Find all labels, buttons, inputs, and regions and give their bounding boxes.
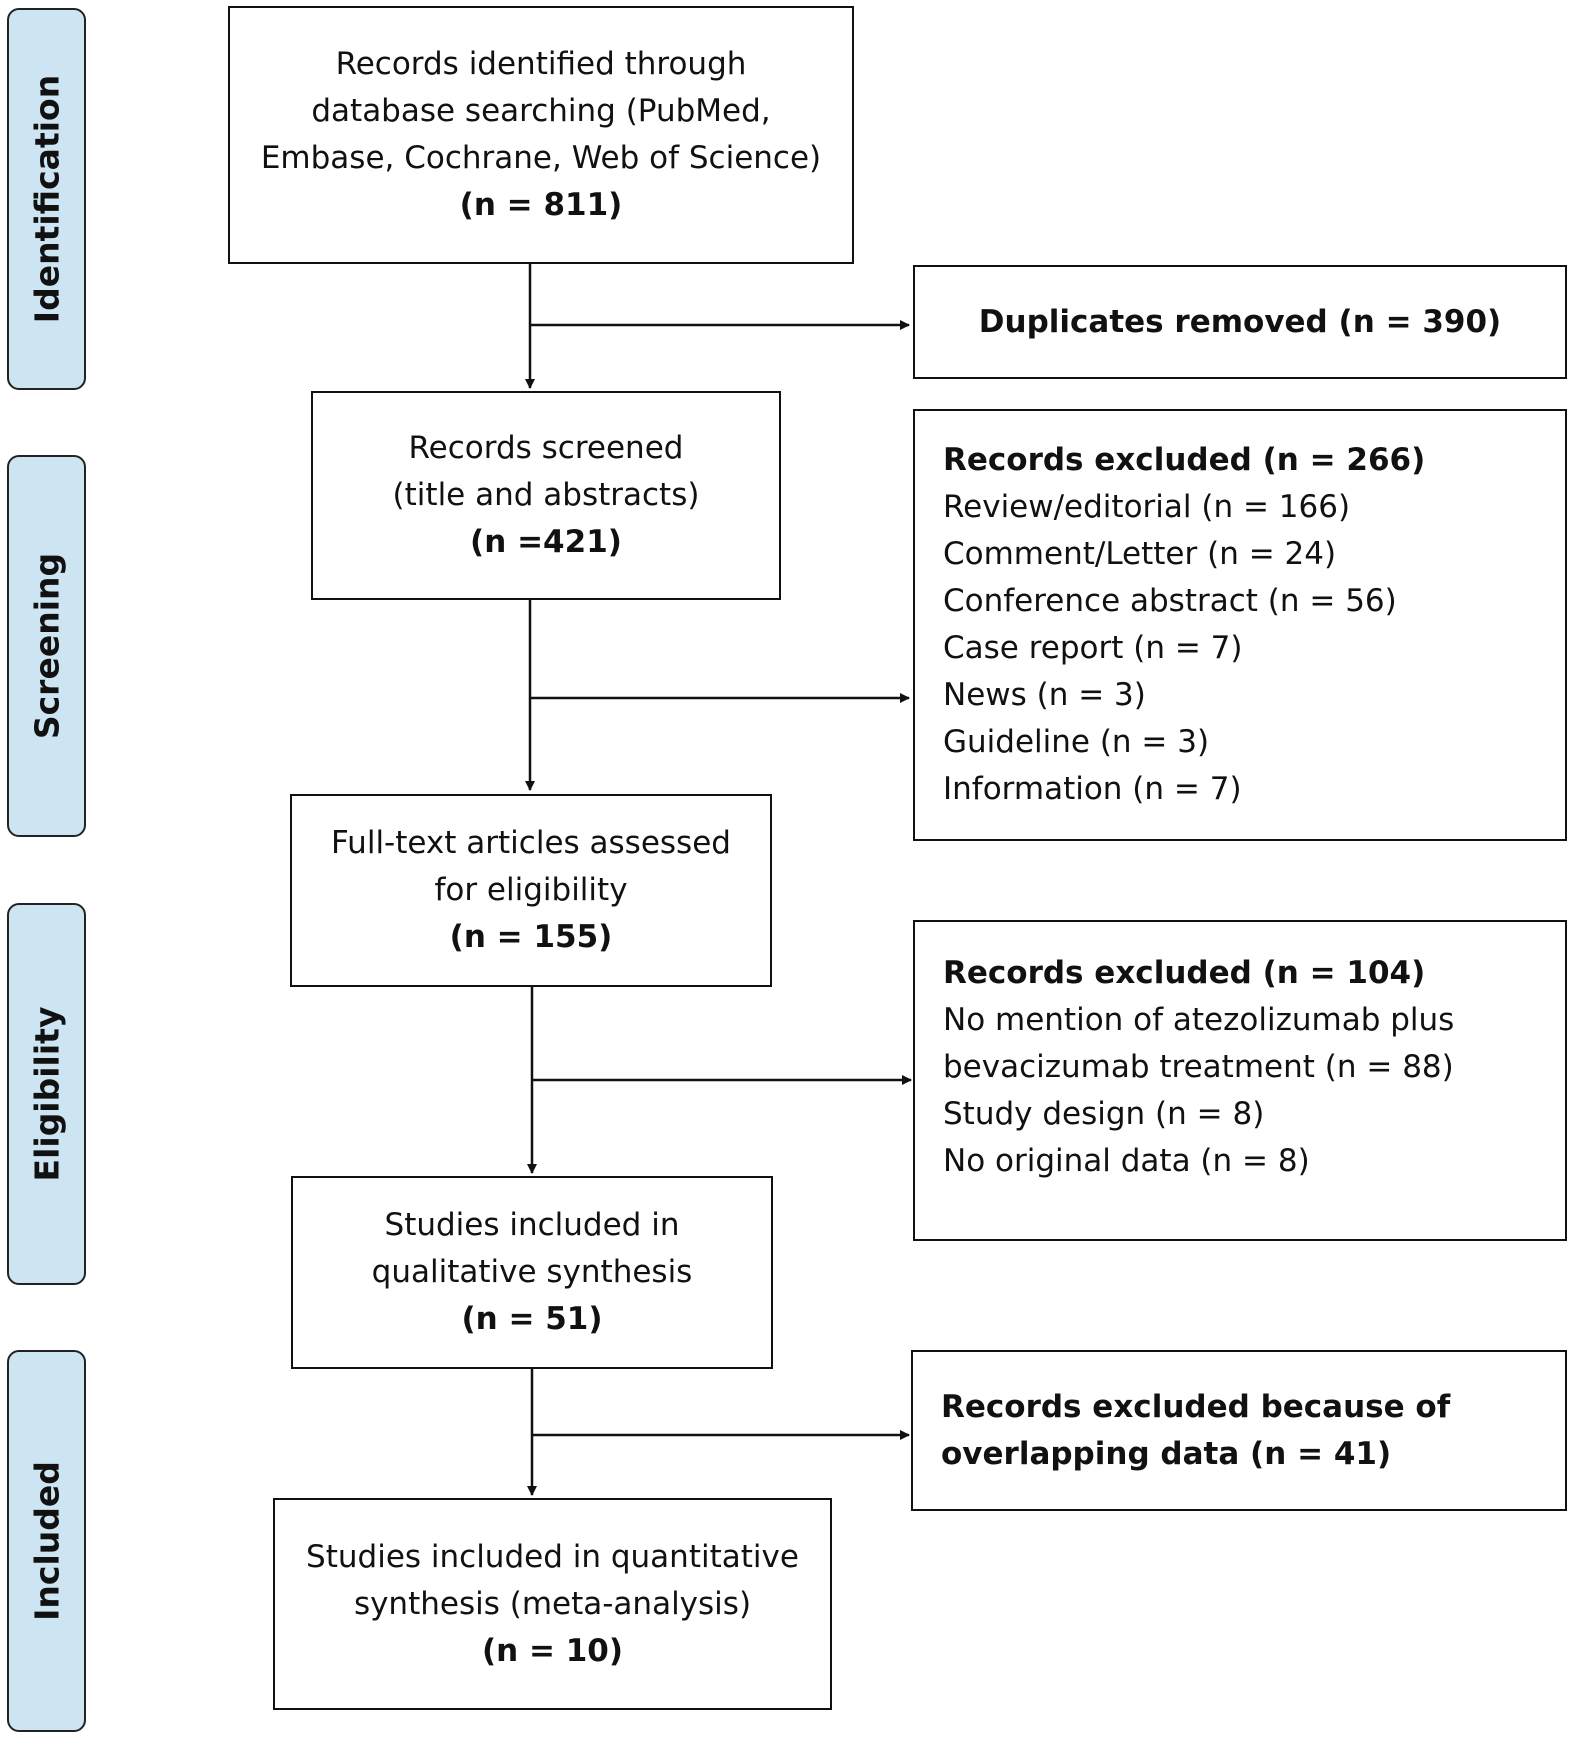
box-qualitative-synthesis: Studies included in qualitative synthesi… <box>291 1176 773 1369</box>
overlap-line-1: Records excluded because of <box>941 1388 1451 1425</box>
qualitative-line-2: qualitative synthesis <box>371 1254 693 1290</box>
screen-excluded-item: Guideline (n = 3) <box>943 724 1210 760</box>
fulltext-line-2: for eligibility <box>434 872 628 908</box>
box-eligibility-excluded: Records excluded (n = 104) No mention of… <box>913 920 1567 1241</box>
screened-line-1: Records screened <box>408 430 684 466</box>
fulltext-excluded-title: Records excluded (n = 104) <box>943 955 1426 991</box>
phase-identification: Identification <box>7 8 86 390</box>
phase-screening: Screening <box>7 455 86 837</box>
fulltext-excluded-item: Study design (n = 8) <box>943 1096 1265 1132</box>
fulltext-count: (n = 155) <box>449 919 613 955</box>
box-duplicates-removed: Duplicates removed (n = 390) <box>913 265 1567 379</box>
box-overlap-excluded: Records excluded because of overlapping … <box>911 1350 1567 1511</box>
qualitative-line-1: Studies included in <box>384 1207 680 1243</box>
phase-included: Included <box>7 1350 86 1732</box>
screen-excluded-item: Review/editorial (n = 166) <box>943 489 1351 525</box>
screen-excluded-item: Comment/Letter (n = 24) <box>943 536 1337 572</box>
identified-line-1: Records identified through <box>335 46 747 82</box>
qualitative-count: (n = 51) <box>461 1301 603 1337</box>
identified-count: (n = 811) <box>459 187 623 223</box>
box-records-screened: Records screened (title and abstracts) (… <box>311 391 781 600</box>
screen-excluded-item: Information (n = 7) <box>943 771 1242 807</box>
identified-line-2: database searching (PubMed, <box>311 93 771 129</box>
identified-line-3: Embase, Cochrane, Web of Science) <box>260 140 822 176</box>
box-screening-excluded: Records excluded (n = 266) Review/editor… <box>913 409 1567 841</box>
duplicates-text: Duplicates removed (n = 390) <box>978 303 1502 340</box>
box-quantitative-synthesis: Studies included in quantitative synthes… <box>273 1498 832 1710</box>
fulltext-excluded-item: No mention of atezolizumab plus <box>943 1002 1455 1038</box>
screen-excluded-title: Records excluded (n = 266) <box>943 442 1426 478</box>
overlap-line-2: overlapping data (n = 41) <box>941 1435 1392 1472</box>
fulltext-excluded-item: bevacizumab treatment (n = 88) <box>943 1049 1454 1085</box>
phase-eligibility: Eligibility <box>7 903 86 1285</box>
quantitative-line-1: Studies included in quantitative <box>306 1538 799 1575</box>
quantitative-line-2: synthesis (meta-analysis) <box>353 1585 752 1622</box>
screened-count: (n =421) <box>470 524 622 560</box>
fulltext-excluded-item: No original data (n = 8) <box>943 1143 1310 1179</box>
fulltext-line-1: Full-text articles assessed <box>331 825 731 861</box>
screen-excluded-item: Case report (n = 7) <box>943 630 1243 666</box>
screen-excluded-item: News (n = 3) <box>943 677 1146 713</box>
quantitative-count: (n = 10) <box>481 1632 624 1669</box>
screen-excluded-item: Conference abstract (n = 56) <box>943 583 1397 619</box>
screened-line-2: (title and abstracts) <box>392 477 700 513</box>
box-records-identified: Records identified through database sear… <box>228 6 854 264</box>
box-fulltext-assessed: Full-text articles assessed for eligibil… <box>290 794 772 987</box>
